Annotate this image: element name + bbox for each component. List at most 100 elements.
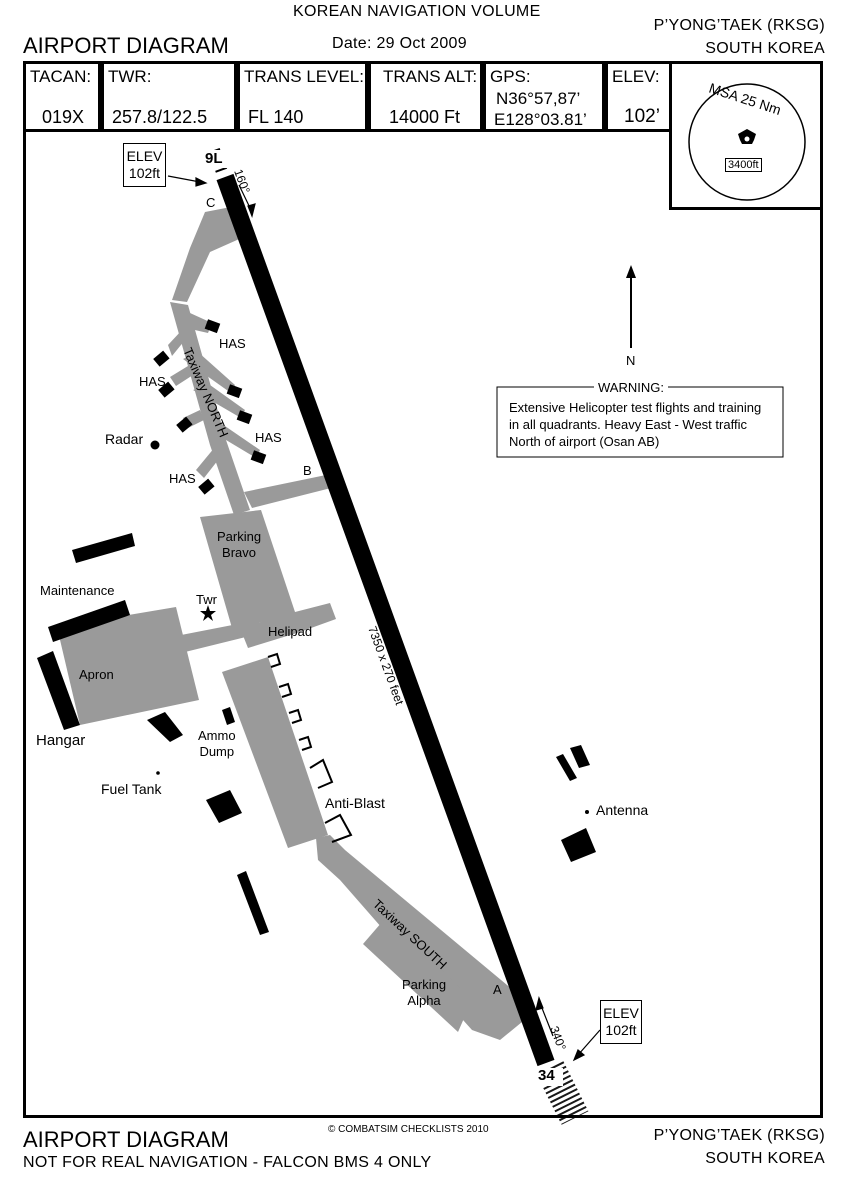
elev-north-label: ELEV bbox=[126, 148, 163, 164]
runway bbox=[216, 173, 555, 1067]
building bbox=[556, 754, 577, 781]
buildings bbox=[37, 533, 596, 935]
helipad-taxiway bbox=[240, 603, 336, 648]
has-label: HAS bbox=[219, 336, 246, 351]
north-arrow bbox=[626, 265, 636, 348]
anti-blast-area bbox=[222, 657, 328, 848]
tower-label: Twr bbox=[196, 592, 217, 607]
warning-text: Extensive Helicopter test flights and tr… bbox=[509, 399, 761, 450]
has-spur bbox=[178, 313, 212, 333]
apron-label: Apron bbox=[79, 667, 114, 682]
trans-level-value: FL 140 bbox=[248, 107, 304, 127]
has-spur bbox=[170, 366, 193, 386]
shelter bbox=[204, 319, 221, 334]
warning-title: WARNING: bbox=[598, 380, 664, 395]
shelter bbox=[226, 384, 243, 399]
maintenance-building bbox=[48, 600, 130, 642]
taxiway-c-label: C bbox=[206, 195, 216, 210]
radar-label: Radar bbox=[105, 431, 144, 447]
warning-line: in all quadrants. Heavy East - West traf… bbox=[509, 417, 747, 432]
warning-box bbox=[496, 386, 784, 458]
taxiway-b-label: B bbox=[303, 463, 312, 478]
gps-label: GPS: bbox=[490, 67, 531, 86]
revetment bbox=[324, 813, 353, 843]
navaid-center bbox=[744, 136, 750, 142]
gps-longitude: E128°03.81’ bbox=[494, 110, 587, 129]
elev-north-box: ELEV 102ft bbox=[123, 143, 166, 187]
arrow-160-head bbox=[247, 203, 256, 218]
antenna-label: Antenna bbox=[596, 802, 649, 818]
elev-north-value: 102ft bbox=[128, 165, 161, 181]
copyright-icon: © bbox=[328, 1124, 336, 1135]
revetment bbox=[267, 652, 282, 668]
taxiway-a-label: A bbox=[493, 982, 502, 997]
maintenance-label: Maintenance bbox=[40, 583, 115, 598]
north-arrow-head bbox=[626, 265, 636, 278]
trans-level-label: TRANS LEVEL: bbox=[244, 67, 364, 86]
anti-blast-label: Anti-Blast bbox=[325, 795, 385, 811]
taxiway-south bbox=[316, 835, 525, 1040]
taxiway-b bbox=[244, 475, 331, 508]
tacan-cell: TACAN: 019X bbox=[23, 61, 101, 132]
shelter bbox=[250, 450, 267, 465]
fuel-tank-icon bbox=[156, 771, 160, 775]
parking-alpha-line: Alpha bbox=[407, 993, 441, 1008]
gps-cell: GPS: N36°57,87’ E128°03.81’ bbox=[483, 61, 605, 132]
runway-label-bg bbox=[536, 1068, 563, 1086]
radar-icon bbox=[150, 440, 160, 450]
msa-altitude: 3400ft bbox=[725, 158, 762, 172]
runway-label-bg bbox=[204, 150, 230, 168]
building bbox=[570, 745, 590, 768]
taxiway-c bbox=[172, 206, 246, 302]
tower-label: TWR: bbox=[108, 67, 152, 86]
footer-disclaimer: NOT FOR REAL NAVIGATION - FALCON BMS 4 O… bbox=[23, 1154, 432, 1171]
tower-cell: TWR: 257.8/122.5 bbox=[101, 61, 237, 132]
runway-south-number: 34 bbox=[538, 1067, 555, 1084]
ammo-dump-line: Ammo bbox=[198, 728, 236, 743]
elev-label: ELEV: bbox=[612, 67, 660, 86]
parking-alpha-line: Parking bbox=[402, 977, 447, 992]
elev-north-pointer bbox=[167, 175, 201, 183]
elev-south-pointer-head bbox=[572, 1049, 586, 1062]
elev-north-pointer-head bbox=[195, 177, 208, 187]
msa-label: MSA 25 Nm bbox=[707, 80, 783, 118]
shelter bbox=[153, 350, 170, 367]
heading-340: 340° bbox=[547, 1024, 569, 1052]
building bbox=[72, 533, 135, 563]
helipad-label: Helipad bbox=[268, 624, 313, 639]
apron bbox=[57, 607, 199, 725]
tacan-value: 019X bbox=[42, 107, 85, 127]
parking-alpha bbox=[363, 915, 472, 1032]
volume-title: KOREAN NAVIGATION VOLUME bbox=[293, 3, 541, 20]
has-spur bbox=[183, 352, 235, 393]
has-label: HAS bbox=[255, 430, 282, 445]
tower-frequency: 257.8/122.5 bbox=[112, 107, 208, 127]
elev-south-box: ELEV 102ft bbox=[600, 1000, 642, 1044]
revetment bbox=[298, 735, 313, 751]
shelter bbox=[198, 478, 215, 495]
copyright-text: COMBATSIM CHECKLISTS 2010 bbox=[338, 1124, 489, 1135]
elev-value: 102’ bbox=[624, 106, 660, 127]
elev-south-pointer bbox=[577, 1029, 601, 1056]
ammo-dump-line: Dump bbox=[199, 744, 235, 759]
building bbox=[237, 871, 269, 935]
ammo-dump-label: Ammo Dump bbox=[198, 728, 236, 760]
has-shelters bbox=[153, 319, 267, 495]
shelter bbox=[236, 410, 253, 425]
warning-line: North of airport (Osan AB) bbox=[509, 434, 660, 449]
footer-country: SOUTH KOREA bbox=[705, 1150, 825, 1167]
has-spur bbox=[196, 447, 222, 478]
has-label: HAS bbox=[139, 374, 166, 389]
taxiways bbox=[57, 206, 525, 1040]
msa-diagram bbox=[688, 83, 806, 201]
trans-alt-value: 14000 Ft bbox=[389, 107, 461, 127]
has-spur bbox=[168, 330, 185, 356]
heading-arrows bbox=[167, 175, 601, 1062]
revetment bbox=[288, 708, 303, 724]
building bbox=[147, 712, 183, 742]
airport-name: P’YONG’TAEK (RKSG) bbox=[653, 17, 825, 34]
runway-north-number: 9L bbox=[205, 150, 223, 167]
building bbox=[561, 828, 596, 862]
copyright: © COMBATSIM CHECKLISTS 2010 bbox=[328, 1124, 489, 1135]
has-spur bbox=[193, 385, 245, 418]
